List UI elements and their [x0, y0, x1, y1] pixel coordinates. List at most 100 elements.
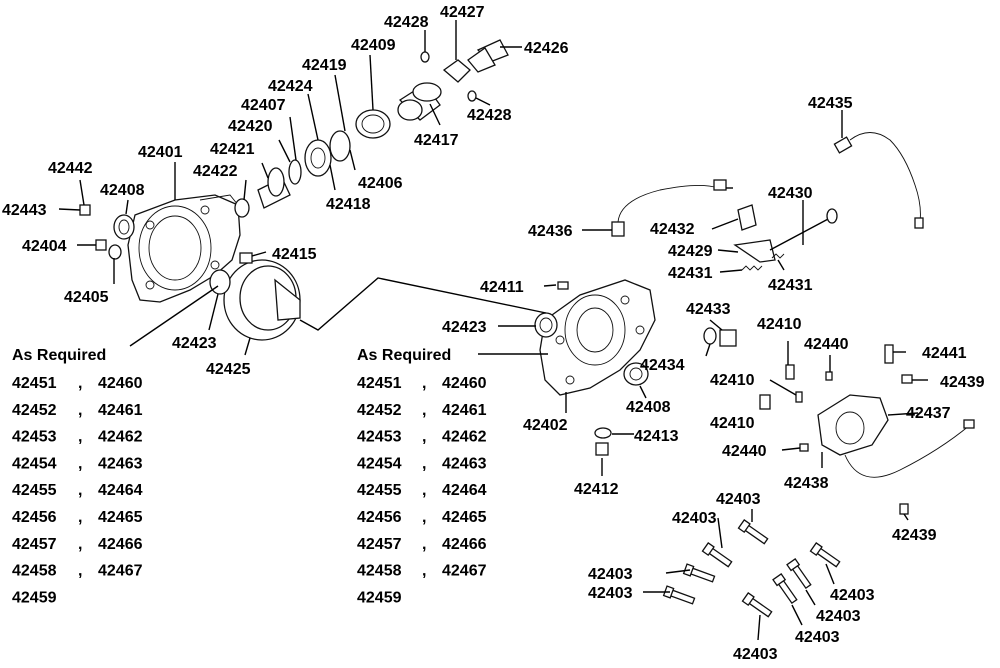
- label-42402: 42402: [523, 417, 568, 434]
- label-42437: 42437: [906, 405, 951, 422]
- label-42407: 42407: [241, 97, 286, 114]
- right-list-separator: ,: [422, 455, 426, 472]
- label-42432: 42432: [650, 221, 695, 238]
- label-42403-f: 42403: [816, 608, 861, 625]
- right-list-item: 42451: [357, 375, 402, 392]
- right-list-item: 42456: [357, 509, 402, 526]
- label-42430: 42430: [768, 185, 813, 202]
- label-42410-c: 42410: [710, 415, 755, 432]
- left-list-item: 42456: [12, 509, 57, 526]
- right-list-item: 42459: [357, 589, 402, 606]
- label-42408-left: 42408: [100, 182, 145, 199]
- label-42410-a: 42410: [757, 316, 802, 333]
- label-42440-b: 42440: [722, 443, 767, 460]
- label-42425: 42425: [206, 361, 251, 378]
- left-list-item: 42464: [98, 482, 143, 499]
- actuator-plug: [703, 327, 737, 347]
- right-list-item: 42458: [357, 563, 402, 580]
- callout-labels: 42401 42442 42408 42443 42404 42405 4242…: [2, 4, 985, 663]
- sensor-and-wire: [833, 132, 924, 229]
- label-42421: 42421: [210, 141, 255, 158]
- label-42403-d: 42403: [588, 585, 633, 602]
- right-list-item: 42466: [442, 536, 487, 553]
- left-list-item: 42463: [98, 455, 143, 472]
- label-42415: 42415: [272, 246, 317, 263]
- label-42423-right: 42423: [442, 319, 487, 336]
- right-list-separator: ,: [422, 563, 426, 580]
- as-required-list-left: As Required 42451 42452 42453 42454 42455 424…: [12, 347, 143, 606]
- label-42403-a: 42403: [716, 491, 761, 508]
- label-42435: 42435: [808, 95, 853, 112]
- drive-pinion-assembly: [234, 109, 391, 218]
- label-42405: 42405: [64, 289, 109, 306]
- right-list-item: 42453: [357, 429, 402, 446]
- oil-seal-left: [113, 214, 135, 240]
- label-42417: 42417: [414, 132, 459, 149]
- left-list-item: 42461: [98, 402, 143, 419]
- label-42423-left: 42423: [172, 335, 217, 352]
- label-42438: 42438: [784, 475, 829, 492]
- label-42428-bottom: 42428: [467, 107, 512, 124]
- label-42403-c: 42403: [588, 566, 633, 583]
- universal-joint: [420, 39, 509, 102]
- left-list-item: 42454: [12, 455, 57, 472]
- label-42403-g: 42403: [795, 629, 840, 646]
- label-42427: 42427: [440, 4, 485, 21]
- left-col1: 4245142452424534245442455424564245742458…: [12, 375, 57, 606]
- left-list-item: 42457: [12, 536, 57, 553]
- companion-flange: [397, 82, 442, 121]
- label-42439-b: 42439: [892, 527, 937, 544]
- small-bolts: [759, 364, 913, 515]
- oil-seal-right: [534, 312, 649, 386]
- as-required-heading-left: As Required: [12, 347, 106, 364]
- label-42419: 42419: [302, 57, 347, 74]
- label-42439-a: 42439: [940, 374, 985, 391]
- right-list-item: 42463: [442, 455, 487, 472]
- label-42408-right: 42408: [626, 399, 671, 416]
- left-list-item: 42467: [98, 563, 143, 580]
- right-list-separator: ,: [422, 509, 426, 526]
- label-42429: 42429: [668, 243, 713, 260]
- label-42433: 42433: [686, 301, 731, 318]
- left-list-item: 42453: [12, 429, 57, 446]
- left-list-item: 42466: [98, 536, 143, 553]
- left-list-item: 42455: [12, 482, 57, 499]
- right-list-item: 42465: [442, 509, 487, 526]
- label-42434: 42434: [640, 357, 685, 374]
- left-list-item: 42462: [98, 429, 143, 446]
- label-42431-left: 42431: [668, 265, 713, 282]
- right-list-item: 42461: [442, 402, 487, 419]
- right-list-separator: ,: [422, 402, 426, 419]
- as-required-list-right: As Required 4245142452424534245442455424…: [357, 347, 487, 606]
- left-list-separator: ,: [78, 563, 82, 580]
- label-42431-right: 42431: [768, 277, 813, 294]
- label-42420: 42420: [228, 118, 273, 135]
- right-list-item: 42454: [357, 455, 402, 472]
- label-42412: 42412: [574, 481, 619, 498]
- left-list-item: 42460: [98, 375, 143, 392]
- left-list-item: 42452: [12, 402, 57, 419]
- right-list-item: 42467: [442, 563, 487, 580]
- right-list-separator: ,: [422, 429, 426, 446]
- right-list-item: 42452: [357, 402, 402, 419]
- label-42406: 42406: [358, 175, 403, 192]
- left-list-separator: ,: [78, 402, 82, 419]
- left-list-separator: ,: [78, 455, 82, 472]
- ring-gear-differential: [209, 252, 301, 341]
- left-list-separator: ,: [78, 509, 82, 526]
- right-list-separator: ,: [422, 482, 426, 499]
- label-42418: 42418: [326, 196, 371, 213]
- left-list-separator: ,: [78, 482, 82, 499]
- left-list-separator: ,: [78, 536, 82, 553]
- label-42403-e: 42403: [830, 587, 875, 604]
- label-42436: 42436: [528, 223, 573, 240]
- label-42440-a: 42440: [804, 336, 849, 353]
- breather-plug: [557, 281, 612, 456]
- right-list-item: 42460: [442, 375, 487, 392]
- right-list-item: 42457: [357, 536, 402, 553]
- actuator-assembly: [817, 344, 975, 478]
- as-required-heading-right: As Required: [357, 347, 451, 364]
- label-42403-h: 42403: [733, 646, 778, 663]
- left-list-item: 42451: [12, 375, 57, 392]
- label-42441: 42441: [922, 345, 967, 362]
